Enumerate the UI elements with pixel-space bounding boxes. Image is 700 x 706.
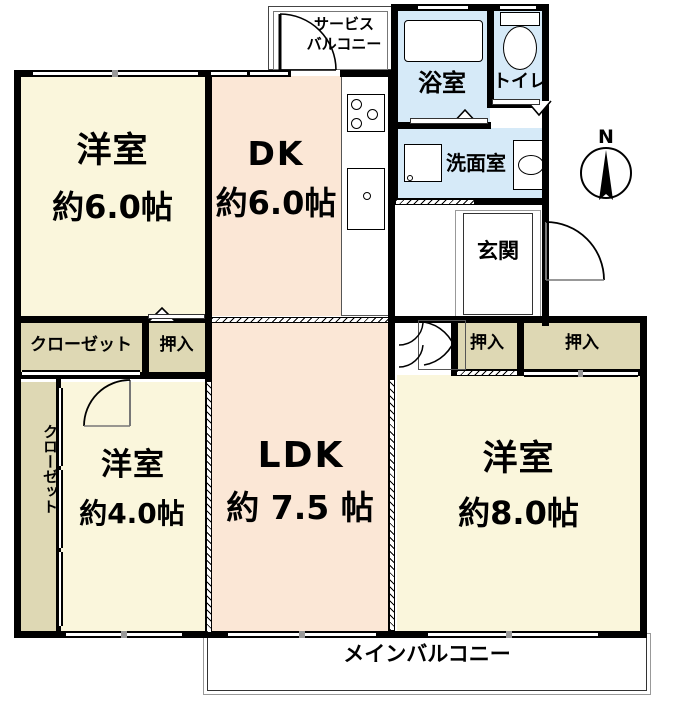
label-yoshitsu4-name: 洋室 [101,447,165,483]
door-service-balcony[interactable] [276,13,338,74]
storage-fill-oshiire-top [148,322,205,374]
window-mullion [506,631,512,638]
window-yoshitsu6-top-b [117,70,198,77]
north-arrow: N [580,126,632,202]
washer-drain-icon [407,175,413,181]
wall-closet-band-top [14,316,212,323]
label-dk-name: DK [247,134,305,173]
label-closet-top: クローゼット [30,335,132,355]
storage-fill-closet-left [20,382,58,632]
wall-oshiire-divider [517,316,524,376]
window-mullion [112,70,118,77]
oshiire-door-mullion [578,370,583,377]
wall-hallway-bottom [391,316,457,323]
door-yoshitsu4[interactable] [80,379,132,430]
window-ldk-bottom-a [228,631,300,638]
closet-left-door[interactable] [57,552,63,626]
label-service-balcony: サービス バルコニー [306,15,382,54]
door-hallway-upper[interactable] [423,321,466,354]
stove-burner-icon [351,99,362,110]
label-ldk-name: LDK [257,435,345,476]
stove-burner-icon [367,109,378,120]
label-closet-left: クローゼット [41,424,59,514]
room-fill-yoshitsu8 [397,375,640,632]
label-ldk-area: 約 7.5 帖 [226,488,374,527]
label-yoshitsu6-area: 約6.0帖 [52,188,173,226]
sliding-door-ldk-yoshitsu8[interactable] [389,380,395,630]
label-main-balcony: メインバルコニー [343,642,511,666]
genkan-step [463,213,533,315]
window-dk-top-a [211,70,247,77]
sliding-door-washroom[interactable] [396,199,474,205]
yoshitsu6-door-frame [148,314,205,319]
wall-bath-bottom [391,122,491,129]
door-entrance[interactable] [545,221,610,284]
wall-outer-right [640,316,647,638]
room-fill-ldk [211,322,391,632]
label-toilet: トイレ [493,71,547,92]
sink-drain-icon [363,192,371,200]
main-balcony-inner [207,637,647,691]
label-bathroom: 浴室 [418,69,466,97]
closet-left-door[interactable] [57,388,63,466]
door-hallway-lower[interactable] [423,333,466,367]
wall-closet-oshiire-divider [142,316,149,378]
wall-bath-toilet-divider [487,4,494,108]
wall-dk-right [388,70,395,322]
window-yoshitsu6-top-a [33,70,114,77]
label-yoshitsu6-name: 洋室 [76,131,149,171]
label-genkan: 玄関 [477,239,519,263]
sliding-door-ldk-yoshitsu4[interactable] [206,382,212,632]
hallway-door-frame [418,320,466,370]
window-yoshitsu4-bottom-a [66,631,122,638]
service-balcony-inner [273,11,388,70]
wall-oshiire-band-top [451,316,647,323]
storage-fill-oshiire-right [524,322,640,375]
storage-fill-oshiire-mid [457,322,517,375]
sliding-door-oshiire-mid[interactable] [457,370,517,376]
wash-basin-bowl-icon [518,155,544,175]
window-bathroom-top [418,4,468,11]
wall-outer-top-mid [340,70,398,77]
room-fill-yoshitsu4 [58,382,205,632]
window-yoshitsu4-bottom-b [126,631,182,638]
storage-fill-closet-top [20,322,142,374]
label-oshiire-mid: 押入 [470,333,504,353]
sliding-door-dk-ldk[interactable] [212,317,388,323]
room-fill-yoshitsu6 [20,76,205,316]
window-toilet-top [500,4,536,11]
label-oshiire-top: 押入 [159,335,194,355]
label-washroom: 洗面室 [446,151,506,175]
stove-burner-icon [351,118,362,129]
door-hallway-small[interactable] [398,322,425,368]
label-yoshitsu8-area: 約8.0帖 [458,494,579,532]
closet-top-door[interactable] [22,370,140,377]
label-yoshitsu4-area: 約4.0帖 [79,497,185,530]
wall-wet-top [391,4,549,11]
compass-north-label: N [598,126,614,148]
toilet-tank-icon [500,12,540,26]
wall-outer-left [14,70,21,638]
window-yoshitsu8-bottom-a [428,631,508,638]
label-dk-area: 約6.0帖 [215,184,337,222]
bathtub-icon [404,20,483,62]
closet-left-door[interactable] [57,470,63,548]
window-yoshitsu8-bottom-b [512,631,598,638]
label-oshiire-right: 押入 [565,333,599,353]
toilet-bowl-icon [503,26,537,70]
window-ldk-bottom-b [304,631,376,638]
window-dk-top-b [250,70,288,77]
window-mullion [299,631,305,638]
toilet-door-frame [492,99,540,105]
wall-yoshitsu6-dk [205,70,212,322]
bathroom-door-frame [410,118,488,124]
window-mullion [121,631,127,638]
wall-wet-right [542,4,549,326]
label-yoshitsu8-name: 洋室 [482,439,555,479]
